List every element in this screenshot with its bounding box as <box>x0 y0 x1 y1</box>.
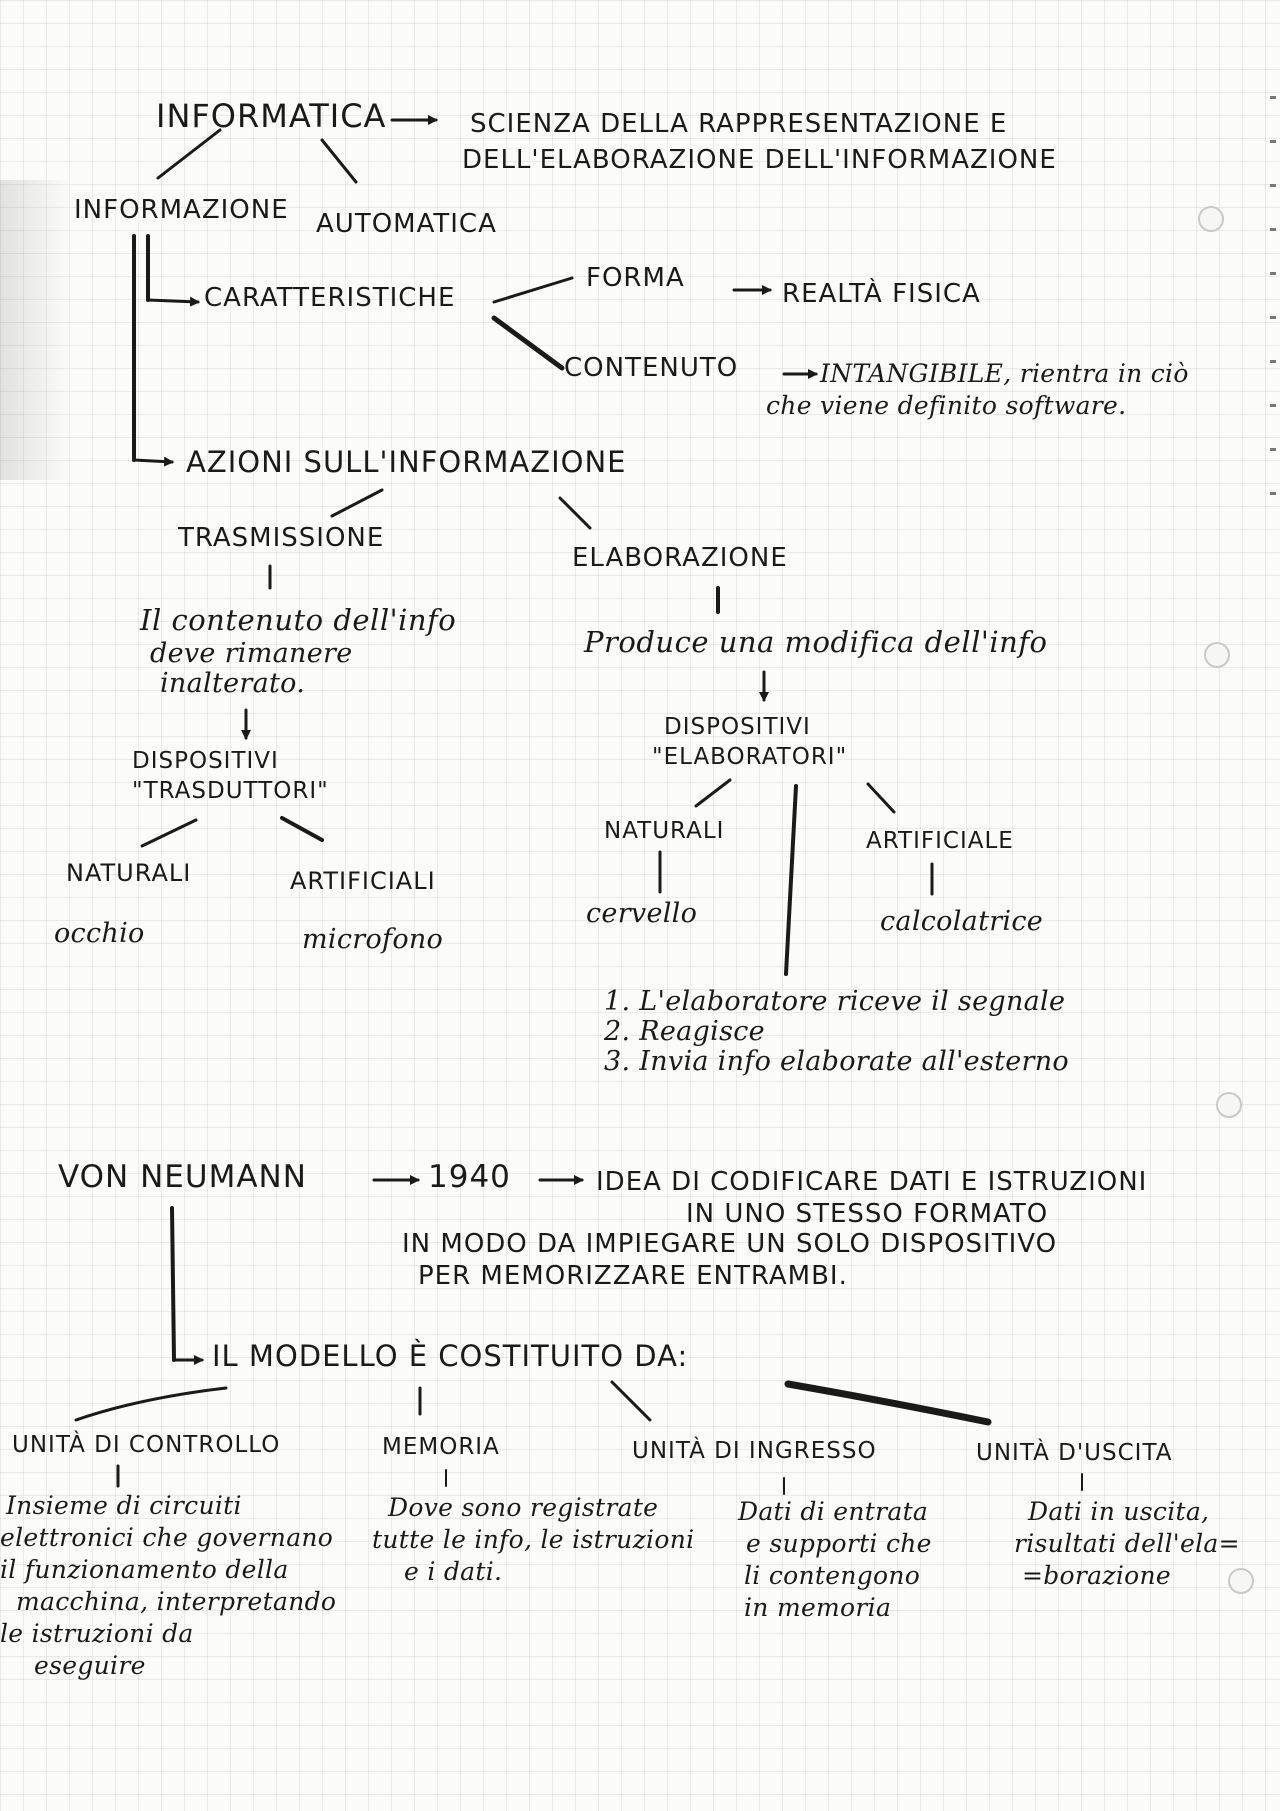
contenuto-node: CONTENUTO <box>564 353 739 383</box>
caratteristiche-node: CARATTERISTICHE <box>204 283 456 313</box>
binder-hole <box>1204 642 1230 668</box>
idea-line-2: IN UNO STESSO FORMATO <box>686 1199 1049 1229</box>
elaborazione-desc: Produce una modifica dell'info <box>584 625 1048 659</box>
intangibile-line-1: INTANGIBILE, rientra in ciò <box>820 359 1189 388</box>
memoria-node: MEMORIA <box>382 1434 500 1460</box>
informazione-node: INFORMAZIONE <box>74 195 289 225</box>
idea-line-4: PER MEMORIZZARE ENTRAMBI. <box>418 1261 848 1291</box>
intangibile-line-2: che viene definito software. <box>766 391 1127 420</box>
uscita-desc-3: =borazione <box>1022 1561 1171 1590</box>
forma-node: FORMA <box>586 263 685 293</box>
binder-hole <box>1228 1568 1254 1594</box>
margin-mark <box>1270 96 1276 99</box>
unita-uscita-node: UNITÀ D'USCITA <box>976 1440 1173 1466</box>
margin-mark <box>1270 140 1276 143</box>
dispositivi-trasduttori-1: DISPOSITIVI <box>132 748 279 774</box>
trasmissione-node: TRASMISSIONE <box>178 523 385 553</box>
controllo-desc-3: il funzionamento della <box>0 1555 289 1584</box>
binder-hole <box>1216 1092 1242 1118</box>
uscita-desc-1: Dati in uscita, <box>1028 1497 1210 1526</box>
modello-node: IL MODELLO È COSTITUITO DA: <box>212 1339 689 1373</box>
step-1: 1. L'elaboratore riceve il segnale <box>604 986 1066 1017</box>
memoria-desc-2: tutte le info, le istruzioni <box>372 1525 695 1554</box>
microfono-example: microfono <box>302 924 444 955</box>
margin-mark <box>1270 448 1276 451</box>
memoria-desc-3: e i dati. <box>404 1557 503 1586</box>
idea-line-1: IDEA DI CODIFICARE DATI E ISTRUZIONI <box>596 1167 1148 1197</box>
page-shadow <box>0 180 70 480</box>
definition-line-2: DELL'ELABORAZIONE DELL'INFORMAZIONE <box>462 145 1057 175</box>
margin-mark <box>1270 272 1276 275</box>
trasmissione-desc-1: Il contenuto dell'info <box>140 603 457 637</box>
informatica-title: INFORMATICA <box>156 97 387 135</box>
controllo-desc-6: eseguire <box>34 1651 146 1680</box>
uscita-desc-2: risultati dell'ela= <box>1014 1529 1240 1558</box>
binder-hole <box>1198 206 1224 232</box>
step-2: 2. Reagisce <box>604 1016 765 1047</box>
artificiale-elaboratori: ARTIFICIALE <box>866 828 1014 854</box>
trasmissione-desc-3: inalterato. <box>160 668 306 699</box>
von-neumann-year: 1940 <box>428 1159 511 1195</box>
naturali-elaboratori: NATURALI <box>604 818 725 844</box>
ingresso-desc-1: Dati di entrata <box>738 1497 929 1526</box>
calcolatrice-example: calcolatrice <box>880 906 1044 937</box>
controllo-desc-1: Insieme di circuiti <box>6 1491 242 1520</box>
idea-line-3: IN MODO DA IMPIEGARE UN SOLO DISPOSITIVO <box>402 1229 1058 1259</box>
elaborazione-node: ELABORAZIONE <box>572 543 788 573</box>
definition-line-1: SCIENZA DELLA RAPPRESENTAZIONE E <box>470 109 1008 139</box>
von-neumann-title: VON NEUMANN <box>58 1159 307 1195</box>
occhio-example: occhio <box>54 918 145 949</box>
unita-ingresso-node: UNITÀ DI INGRESSO <box>632 1438 877 1464</box>
trasmissione-desc-2: deve rimanere <box>150 638 353 669</box>
memoria-desc-1: Dove sono registrate <box>388 1493 659 1522</box>
controllo-desc-5: le istruzioni da <box>0 1619 194 1648</box>
step-3: 3. Invia info elaborate all'esterno <box>604 1046 1069 1077</box>
margin-mark <box>1270 404 1276 407</box>
margin-mark <box>1270 228 1276 231</box>
ingresso-desc-3: li contengono <box>744 1561 921 1590</box>
dispositivi-elaboratori-1: DISPOSITIVI <box>664 714 811 740</box>
cervello-example: cervello <box>586 898 698 929</box>
controllo-desc-4: macchina, interpretando <box>16 1587 337 1616</box>
margin-mark <box>1270 360 1276 363</box>
naturali-trasduttori: NATURALI <box>66 859 192 887</box>
dispositivi-elaboratori-2: "ELABORATORI" <box>652 744 848 770</box>
artificiali-trasduttori: ARTIFICIALI <box>290 867 436 895</box>
controllo-desc-2: elettronici che governano <box>0 1523 334 1552</box>
margin-mark <box>1270 492 1276 495</box>
margin-mark <box>1270 316 1276 319</box>
unita-controllo-node: UNITÀ DI CONTROLLO <box>12 1432 281 1458</box>
ingresso-desc-4: in memoria <box>744 1593 892 1622</box>
dispositivi-trasduttori-2: "TRASDUTTORI" <box>132 778 329 804</box>
margin-mark <box>1270 184 1276 187</box>
realta-fisica-text: REALTÀ FISICA <box>782 279 981 309</box>
azioni-node: AZIONI SULL'INFORMAZIONE <box>186 445 627 479</box>
ingresso-desc-2: e supporti che <box>746 1529 932 1558</box>
automatica-node: AUTOMATICA <box>316 209 497 239</box>
